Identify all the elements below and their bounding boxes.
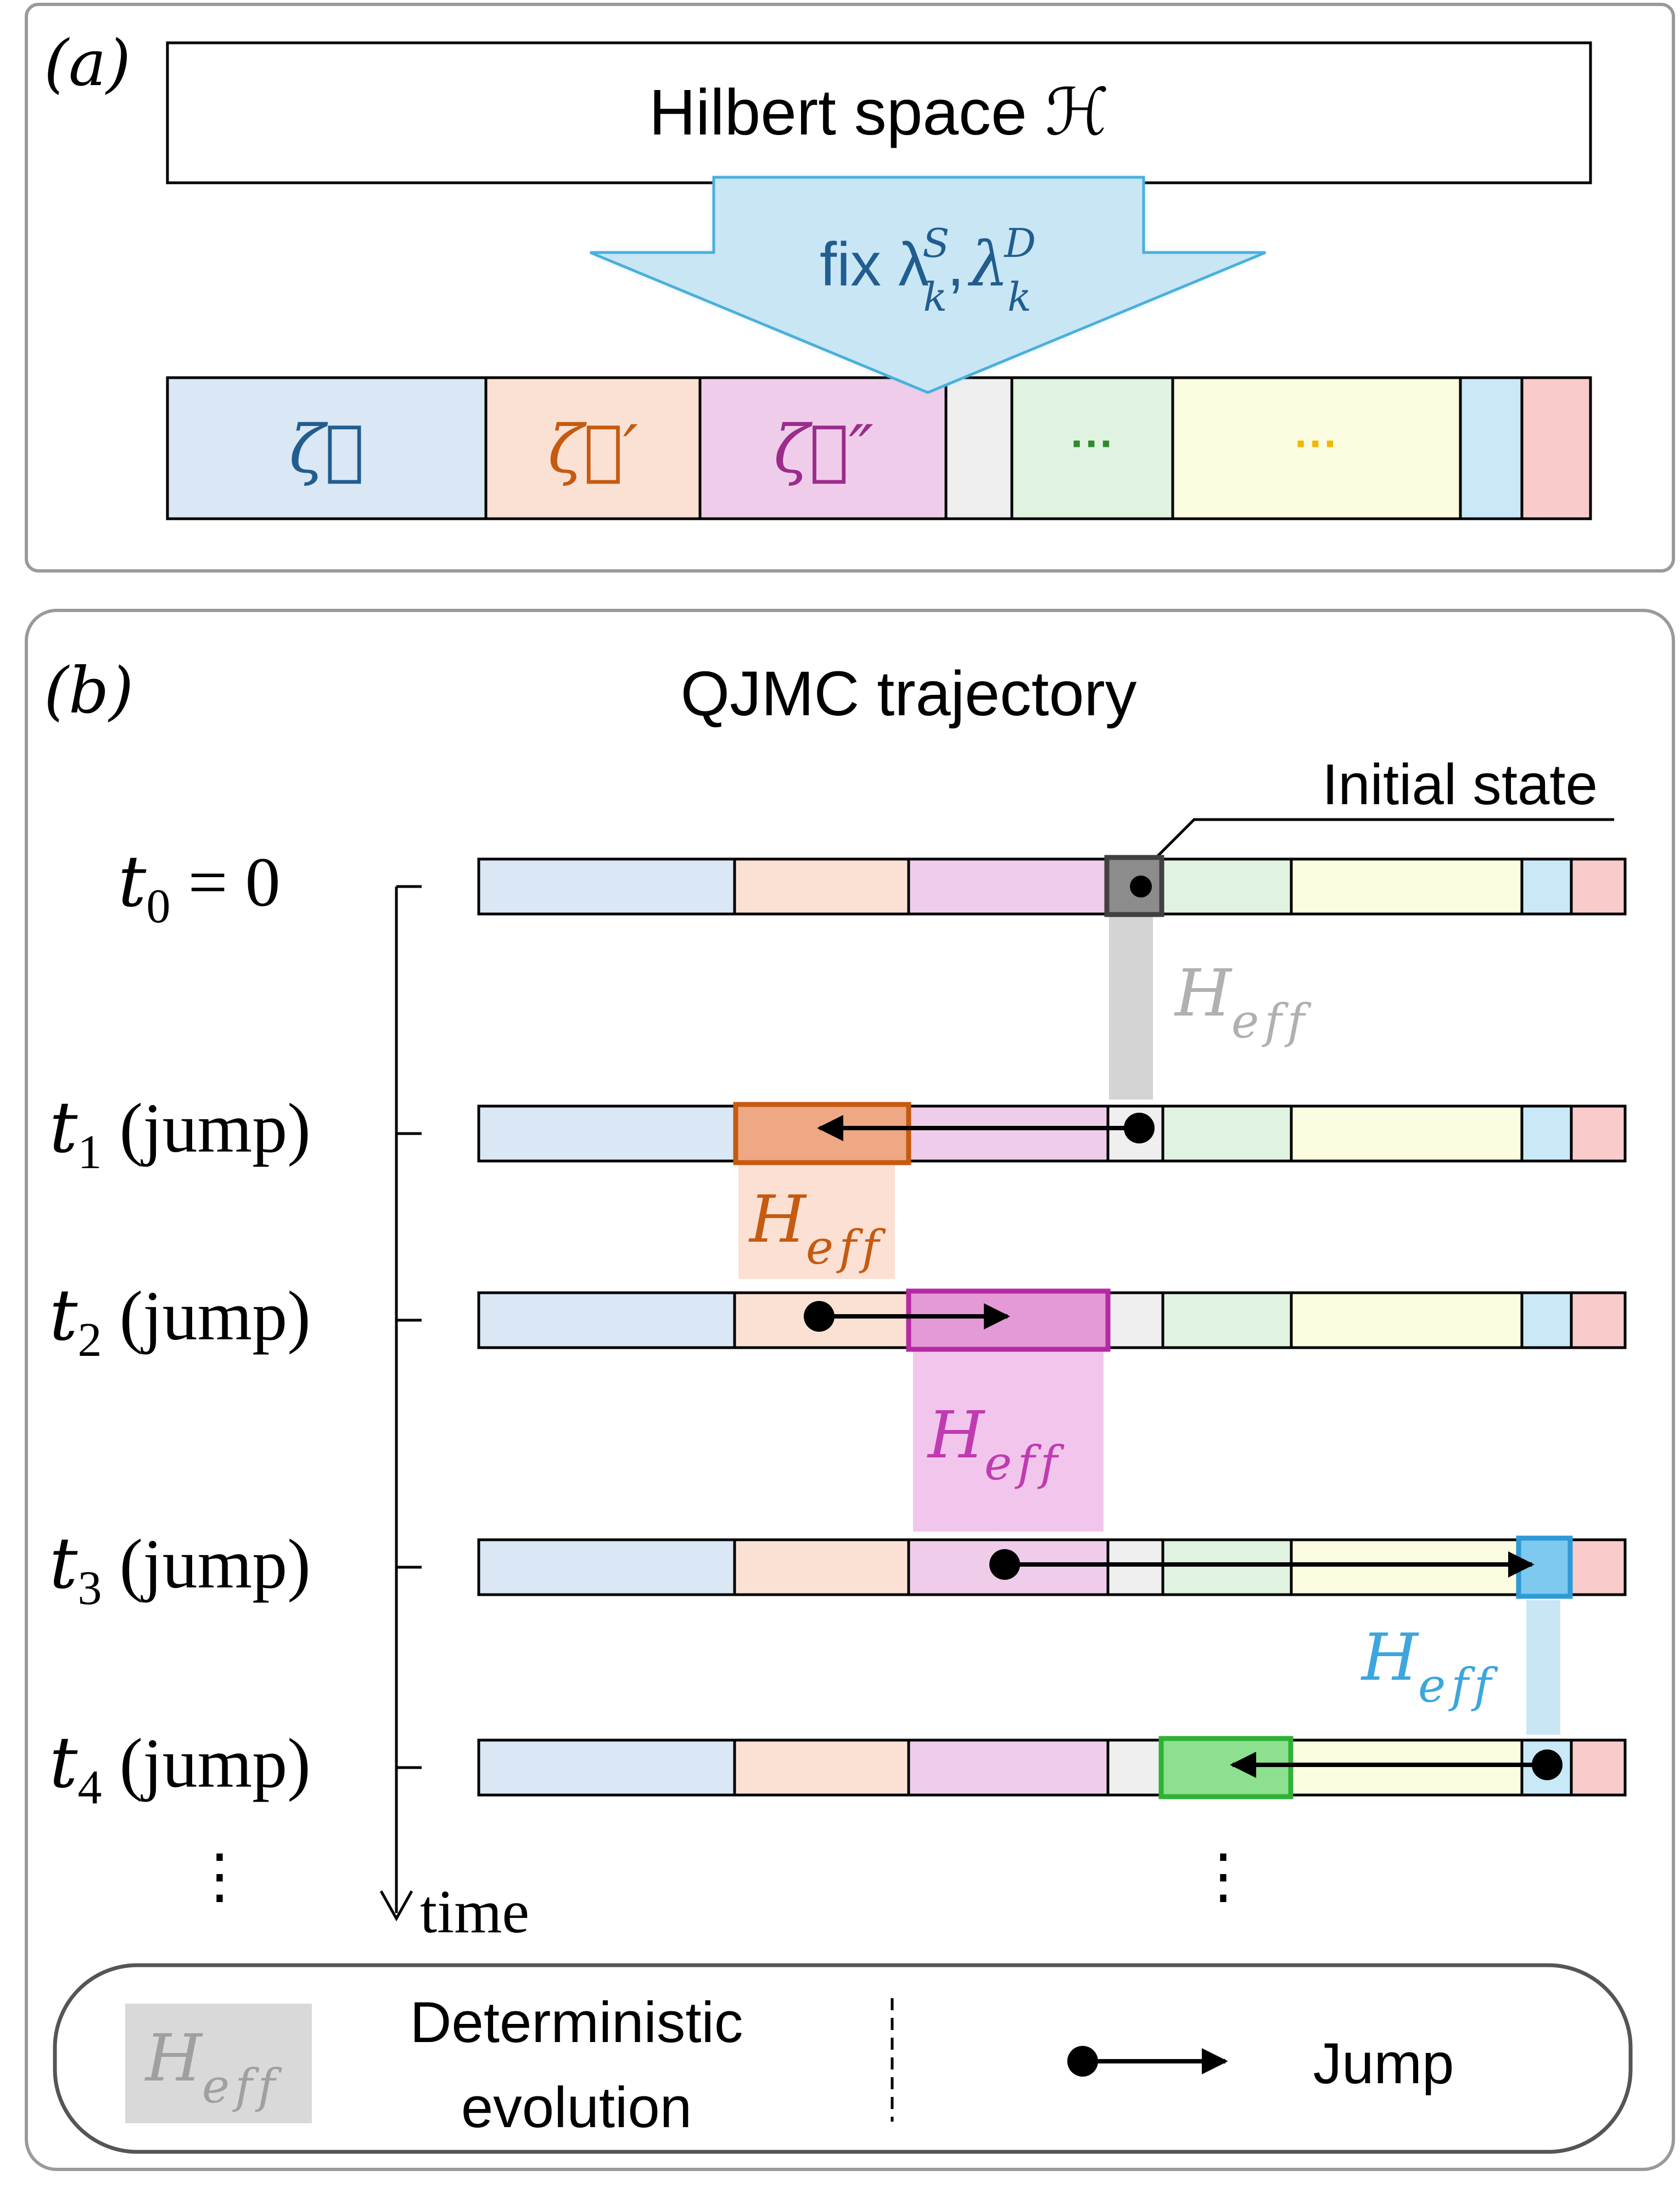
- jump-target-green: [1158, 1736, 1293, 1799]
- time-label: time: [420, 1878, 529, 1946]
- panel-b-label: (b): [44, 654, 133, 728]
- legend-jump-label: Jump: [1313, 2032, 1454, 2096]
- row-0-sector-pink: [907, 857, 1110, 916]
- sector-green: [1010, 376, 1174, 520]
- panel-a-label: (a): [44, 27, 131, 100]
- sector-pink: [698, 376, 948, 520]
- heff-label-cyan: Heff: [1360, 1619, 1499, 1713]
- row-4-sector-peach: [733, 1738, 910, 1797]
- row-4-sector-red: [1570, 1738, 1627, 1797]
- sector-cyan: [1459, 376, 1524, 520]
- row-0-sector-blue: [477, 857, 736, 916]
- jump-target-orange: [733, 1102, 911, 1165]
- row-1-sector-pink: [907, 1104, 1110, 1163]
- trajectory-row-1: [477, 1104, 1627, 1163]
- jump-2-dot: [804, 1301, 835, 1332]
- heff-band-magenta: [913, 1345, 1104, 1532]
- heff-band-orange: [738, 1158, 895, 1279]
- sector-dots-yellow: ···: [1295, 419, 1339, 468]
- sector-red: [1520, 376, 1592, 520]
- heff-label-grey: Heff: [1174, 955, 1312, 1049]
- row-0-sector-yellow: [1290, 857, 1524, 916]
- row-1-sector-green: [1161, 1104, 1293, 1163]
- t2-label: t2 (jump): [49, 1275, 311, 1367]
- initial-state-label: Initial state: [1322, 753, 1598, 817]
- row-2-sector-blue: [477, 1291, 736, 1349]
- legend-jump-dot: [1067, 2046, 1098, 2077]
- row-3-sector-peach: [733, 1538, 910, 1596]
- row-1-sector-red: [1570, 1104, 1627, 1163]
- row-2-sector-green: [1161, 1291, 1293, 1349]
- row-0-sector-green: [1161, 857, 1293, 916]
- vdots-right: ⋮: [1193, 1843, 1253, 1910]
- sector-zeta-double-prime: ζ⃗″: [774, 412, 873, 488]
- row-3-sector-blue: [477, 1538, 736, 1596]
- row-2-sector-yellow: [1290, 1291, 1524, 1349]
- heff-band-cyan: [1526, 1600, 1560, 1735]
- sector-peach: [484, 376, 702, 520]
- legend-deterministic-line2: evolution: [461, 2076, 692, 2140]
- row-3-sector-yellow: [1290, 1538, 1524, 1596]
- row-4-sector-grey: [1106, 1738, 1164, 1797]
- heff-band-grey: [1109, 914, 1153, 1100]
- trajectory-marks: [733, 855, 1573, 1799]
- t4-label: t4 (jump): [49, 1722, 311, 1814]
- t3-label: t3 (jump): [49, 1523, 311, 1615]
- t0-label: t0 = 0: [118, 841, 281, 933]
- heff-label-magenta: Heff: [927, 1397, 1065, 1491]
- jump-3-dot: [989, 1549, 1020, 1580]
- vdots-left: ⋮: [189, 1843, 250, 1910]
- jump-target-cyan: [1516, 1535, 1573, 1599]
- legend-box: [53, 1963, 1633, 2154]
- sector-yellow: [1171, 376, 1462, 520]
- row-1-sector-yellow: [1290, 1104, 1524, 1163]
- jump-1-dot: [1124, 1113, 1155, 1143]
- row-2-sector-grey: [1106, 1291, 1164, 1349]
- heff-label-orange: Heff: [748, 1181, 887, 1275]
- panel-b-title: QJMC trajectory: [681, 659, 1137, 729]
- row-2-sector-red: [1570, 1291, 1627, 1349]
- initial-state-dot: [1130, 876, 1152, 898]
- row-3-sector-green: [1161, 1538, 1293, 1596]
- jump-4-dot: [1532, 1749, 1563, 1780]
- legend-heff-swatch: [125, 2004, 312, 2123]
- sector-bar-a: ζ⃗ ζ⃗′ ζ⃗″ ··· ···: [166, 376, 1592, 520]
- hilbert-space-box: [166, 41, 1592, 184]
- trajectory-row-4: [477, 1738, 1627, 1797]
- legend-deterministic-line1: Deterministic: [410, 1990, 743, 2055]
- trajectory-row-3: [477, 1538, 1627, 1596]
- row-1-sector-blue: [477, 1104, 736, 1163]
- sector-grey: [944, 376, 1013, 520]
- sector-zeta-prime: ζ⃗′: [548, 412, 638, 488]
- row-4-sector-yellow: [1290, 1738, 1524, 1797]
- t1-label: t1 (jump): [49, 1087, 311, 1179]
- hilbert-space-label: Hilbert space ℋ: [649, 76, 1109, 149]
- sector-blue: [166, 376, 488, 520]
- jump-target-magenta: [906, 1288, 1111, 1352]
- row-2-sector-cyan: [1520, 1291, 1573, 1349]
- sector-dots-green: ···: [1071, 419, 1115, 468]
- row-0-sector-peach: [733, 857, 910, 916]
- row-1-sector-cyan: [1520, 1104, 1573, 1163]
- row-3-sector-red: [1570, 1538, 1627, 1596]
- row-0-sector-red: [1570, 857, 1627, 916]
- sector-zeta: ζ⃗: [289, 412, 364, 488]
- row-0-sector-cyan: [1520, 857, 1573, 916]
- time-axis: [379, 885, 422, 1922]
- row-4-sector-pink: [907, 1738, 1110, 1797]
- legend-heff-label: Heff: [144, 2020, 283, 2114]
- row-3-sector-grey: [1106, 1538, 1164, 1596]
- row-4-sector-blue: [477, 1738, 736, 1797]
- trajectory-row-0: [477, 857, 1627, 916]
